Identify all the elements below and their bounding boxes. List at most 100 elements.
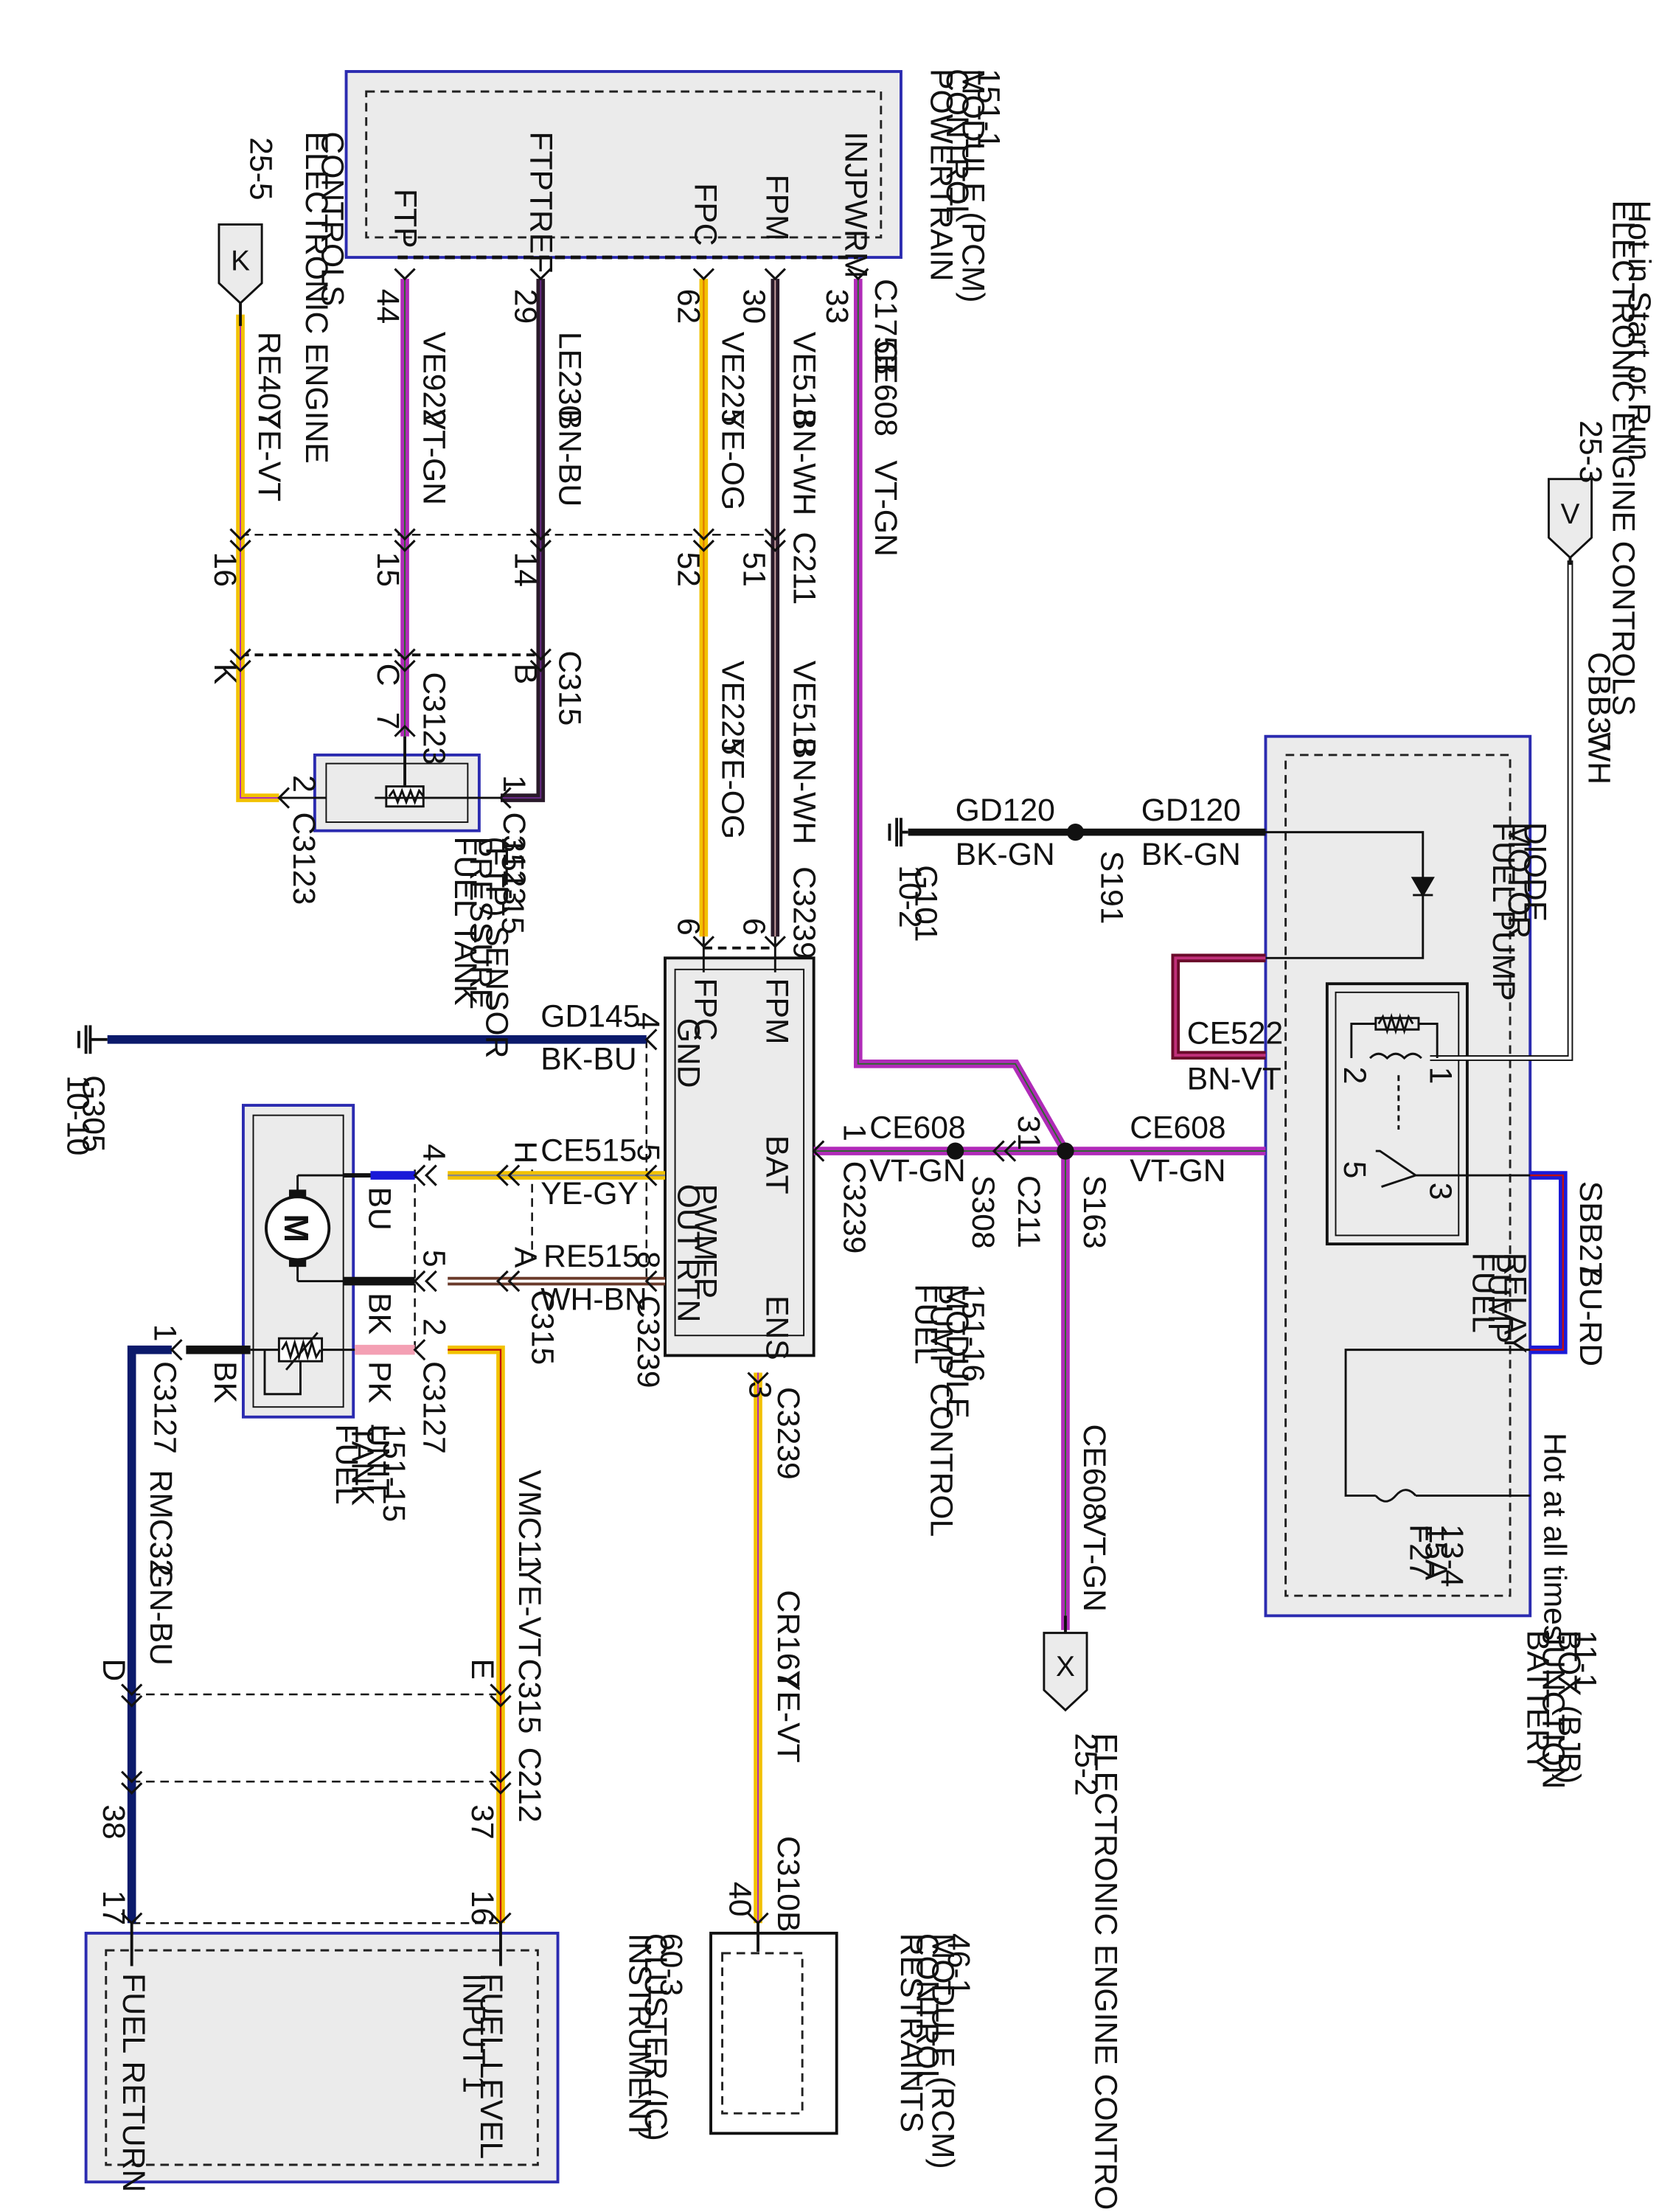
splice-dot-icon [947, 1142, 964, 1160]
connector-arrow-icon [529, 648, 552, 672]
connector-arrow-icon [120, 1683, 143, 1708]
connector-arrow-icon [490, 1770, 512, 1795]
diagram-label: C211 [1011, 1175, 1046, 1248]
connector-arrow-icon [692, 528, 715, 552]
diode-icon [1411, 877, 1435, 897]
diagram-label: 31 [1011, 1116, 1046, 1150]
connector-arrow-icon [764, 528, 786, 552]
diagram-label: CBB37 [1582, 652, 1617, 751]
diagram-label: 25-3 [1573, 420, 1608, 483]
diagram-label: 5 [1337, 1161, 1372, 1179]
fpcm-title: FUEL PUMP CONTROL MODULE 151-16 [908, 1284, 990, 1537]
motor-label: M [277, 1214, 316, 1242]
diagram-label: CLUSTER (IC) [638, 1933, 673, 2141]
wire-le230 [500, 279, 546, 802]
connector-arrow-icon [529, 528, 552, 552]
wires [88, 279, 1573, 1966]
diagram-label: 11-1 [1567, 1630, 1602, 1691]
diagram-label: BN-WH [787, 409, 822, 516]
diagram-label: FP [688, 1259, 723, 1299]
diagram-label: BN-VT [1187, 1062, 1281, 1097]
diagram-label: C3123 [496, 812, 532, 905]
fuse-title: F27 15A 13-4 [1402, 1524, 1470, 1587]
pcm-module [344, 70, 902, 260]
label-ve518: VE518 [787, 332, 822, 426]
connector-arrow-icon [394, 648, 416, 672]
diagram-label: RMC32 [143, 1470, 178, 1577]
diagram-label: UNIT [361, 1424, 396, 1498]
restraints-control-module [709, 1931, 838, 2135]
diagram-label: 13-4 [1434, 1524, 1470, 1587]
diagram-label: BK-BU [540, 1042, 636, 1077]
diagram-label: CONTROL [939, 69, 975, 223]
diagram-label: VT-GN [1077, 1516, 1112, 1612]
connector-arrow-icon [120, 1770, 143, 1795]
diagram-label: 17 [96, 1891, 131, 1925]
diagram-label: YE-OG [715, 738, 751, 839]
diagram-label: 3 [742, 1381, 777, 1399]
diagram-label: C315 [512, 1659, 547, 1734]
diagram-label: JUNCTION [1536, 1630, 1571, 1790]
connector-arrow-icon [747, 1371, 769, 1385]
diagram-label: B [507, 664, 543, 684]
connector-arrow-icon [692, 936, 715, 948]
diagram-label: INPUT 1 [456, 1973, 492, 2093]
connector-arrow-icon [413, 1270, 437, 1293]
diagram-label: ENS [759, 1295, 795, 1360]
diagram-label: C212 [512, 1747, 547, 1823]
diagram-label: C3239 [630, 1295, 666, 1388]
connector-arrow-icon [490, 1683, 512, 1708]
diagram-label: 6 [737, 918, 772, 936]
variable-resistor-icon [279, 785, 501, 808]
diagram-label: BOX (BJB) [1551, 1630, 1587, 1784]
diagram-label: PK [362, 1361, 397, 1403]
connector-arrow-icon [413, 1164, 437, 1186]
diagram-label: WH-BN [540, 1281, 647, 1317]
diagram-label: 1 [836, 1124, 872, 1141]
diagram-label: MODULE [939, 1284, 975, 1419]
ref-symbols: K V X [218, 223, 1593, 1712]
diagram-label: 16 [465, 1891, 500, 1925]
diagram-label: YE-OG [715, 409, 751, 510]
diagram-label: 151-15 [495, 836, 530, 934]
diagram-label: A [507, 1247, 543, 1268]
diagram-label: GD120 [1141, 793, 1241, 828]
diagram-label: C3123 [286, 812, 321, 905]
connector-arrow-icon [692, 268, 715, 281]
label-ce608: CE608 [868, 341, 903, 437]
diagram-label: 2 [1337, 1067, 1372, 1085]
connector-arrow-icon [992, 1140, 1017, 1162]
pcm-title: POWERTRAIN CONTROL MODULE (PCM) 151-1 [924, 69, 1006, 303]
connector-arrow-icon [394, 528, 416, 552]
diagram-label: FUEL [329, 1424, 364, 1504]
diagram-label: PRESSURE [463, 836, 498, 1009]
connector-arrow-icon [394, 268, 416, 281]
ref-k-letter: K [231, 246, 250, 277]
diagram-label: BU [362, 1187, 397, 1231]
diagram-label: VT-GN [1130, 1153, 1225, 1189]
connector-arrow-icon [229, 528, 251, 552]
label-ve922: VE922 [416, 332, 451, 426]
diagram-label: 29 [507, 289, 543, 324]
diagram-label: PUMP CONTROL [924, 1284, 959, 1537]
relay-title: FUEL PUMP RELAY [1466, 1253, 1533, 1354]
ic-title: INSTRUMENT CLUSTER (IC) 60-3 [622, 1933, 689, 2141]
splice-dot-icon [1057, 1142, 1074, 1160]
diagram-label: FUEL LEVEL [473, 1973, 509, 2159]
splice-dot-icon [1066, 824, 1085, 841]
pcm-pin-ftp: FTP [387, 189, 422, 248]
diagram-label: YE-VT [771, 1670, 806, 1763]
connector-arrow-icon [120, 1912, 143, 1925]
rcm-title: RESTRAINTS CONTROL MODULE (RCM) 46-1 [894, 1933, 976, 2169]
diagram-label: FUEL TANK [448, 836, 483, 1005]
diagram-label: MODULE (RCM) [925, 1933, 961, 2169]
connector-arrow-icon [495, 1164, 521, 1186]
motor-icon: M [265, 1174, 344, 1283]
ref-x-letter: X [1056, 1651, 1075, 1683]
diagram-label: 1 [1422, 1067, 1458, 1085]
diagram-label: CE608 [1077, 1424, 1112, 1520]
connector-arrow-icon [644, 1270, 658, 1293]
diagram-label: 37 [465, 1804, 500, 1839]
diagram-label: 7 [370, 712, 406, 730]
